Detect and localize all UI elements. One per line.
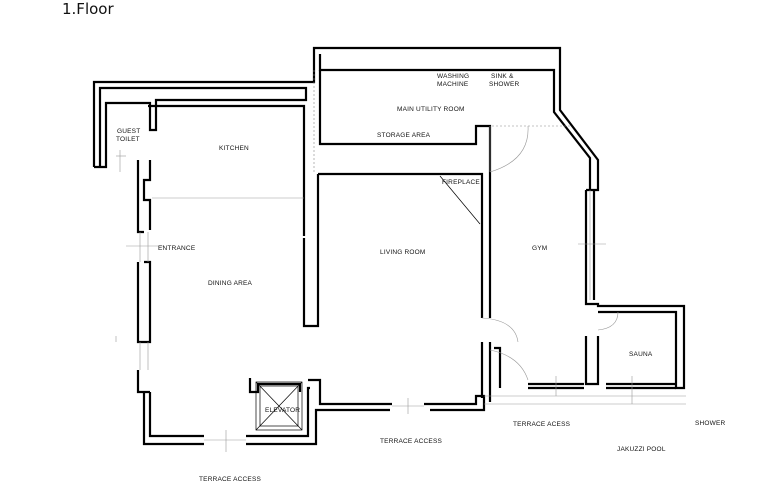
label-sauna: SAUNA — [629, 351, 653, 358]
room-labels: GUEST TOILET KITCHEN ENTRANCE DINING ARE… — [116, 73, 726, 483]
details — [115, 70, 686, 452]
label-sink-shower-2: SHOWER — [489, 81, 520, 88]
label-sink-shower-1: SINK & — [491, 73, 514, 80]
label-terrace-acess-3: TERRACE ACESS — [513, 421, 571, 428]
walls — [92, 46, 686, 446]
elevator-box — [255, 381, 303, 431]
label-jakuzzi-pool: JAKUZZI POOL — [617, 446, 666, 453]
label-washing-machine-2: MACHINE — [437, 81, 469, 88]
label-dining-area: DINING AREA — [208, 280, 253, 287]
label-kitchen: KITCHEN — [219, 145, 249, 152]
label-guest-toilet-1: GUEST — [117, 128, 140, 135]
label-entrance: ENTRANCE — [158, 245, 196, 252]
label-gym: GYM — [532, 245, 547, 252]
label-fireplace: FIREPLACE — [442, 179, 480, 186]
floor-title: 1.Floor — [62, 0, 114, 18]
label-shower: SHOWER — [695, 420, 726, 427]
label-storage-area: STORAGE AREA — [377, 132, 431, 139]
label-guest-toilet-2: TOILET — [116, 136, 140, 143]
label-terrace-access-1: TERRACE ACCESS — [199, 476, 262, 483]
label-terrace-access-2: TERRACE ACCESS — [380, 438, 443, 445]
label-elevator: ELEVATOR — [265, 407, 300, 414]
label-main-utility-room: MAIN UTILITY ROOM — [397, 106, 465, 113]
label-living-room: LIVING ROOM — [380, 249, 426, 256]
label-washing-machine-1: WASHING — [437, 73, 469, 80]
